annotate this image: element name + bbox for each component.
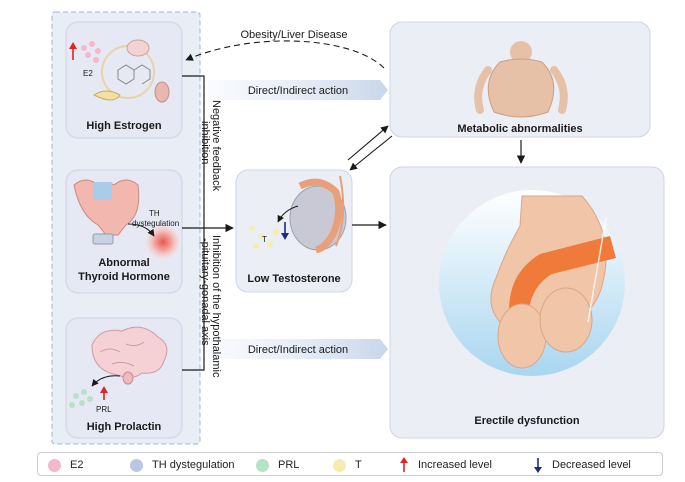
high-estrogen-title: High Estrogen xyxy=(86,120,161,132)
erectile-illustration xyxy=(439,190,625,376)
obesity-liver-arrow xyxy=(185,40,385,69)
prl-increase-arrowhead xyxy=(100,386,108,393)
legend-label: T xyxy=(355,459,362,471)
legend-label: TH dystegulation xyxy=(152,459,235,471)
negative-feedback-line1: Negative feedback xyxy=(210,100,222,192)
e2-increase-arrowhead xyxy=(69,42,77,49)
glans-line xyxy=(587,217,607,323)
prl-dot xyxy=(81,389,87,395)
prl-dot xyxy=(73,393,79,399)
e2-dot xyxy=(93,57,99,63)
obesity-liver-label: Obesity/Liver Disease xyxy=(241,29,348,41)
prolactin-release-arrow xyxy=(91,375,121,387)
brain-folds xyxy=(99,341,145,367)
testis-illustration: T xyxy=(249,175,347,254)
legend-label: Increased level xyxy=(418,459,492,471)
legend-item-decreased: Decreased level xyxy=(532,457,631,473)
epididymis-icon xyxy=(298,178,343,254)
body-head-icon xyxy=(510,41,532,63)
testis-right-icon xyxy=(539,287,593,353)
legend-item-t: T xyxy=(333,457,362,473)
legend-item-th: TH dystegulation xyxy=(130,457,235,473)
legend-bar: E2 TH dystegulation PRL T Increased leve… xyxy=(37,452,663,476)
yellow-dot-icon xyxy=(333,458,346,472)
uterus-icon xyxy=(154,81,170,103)
legend-item-prl: PRL xyxy=(256,457,299,473)
prl-dot xyxy=(79,400,85,406)
legend-item-e2: E2 xyxy=(48,457,83,473)
t-dot xyxy=(273,229,279,235)
hpg-axis-line2: -pituitary-gonadal axis xyxy=(199,238,211,346)
blue-down-arrow-icon xyxy=(534,458,542,473)
vas-deferens-icon xyxy=(335,175,345,247)
legend-label: Decreased level xyxy=(552,459,631,471)
green-dot-icon xyxy=(256,458,269,472)
estrogen-connector xyxy=(182,75,205,228)
low-testosterone-title: Low Testosterone xyxy=(247,273,340,285)
metabolic-to-lowt-arrow xyxy=(349,135,393,171)
erectile-title: Erectile dysfunction xyxy=(474,415,579,427)
t-dot xyxy=(259,233,265,239)
lowt-to-metabolic-arrow xyxy=(347,125,389,161)
legend-label: E2 xyxy=(70,459,84,471)
th-dystegulation-arrow xyxy=(127,223,155,237)
direct-indirect-label-top: Direct/Indirect action xyxy=(248,85,348,97)
e2-dot xyxy=(95,48,101,54)
t-dot xyxy=(267,241,273,247)
e2-dot xyxy=(81,45,87,51)
th-dystegulation-glow xyxy=(146,225,180,259)
th-label-line2: dystegulation xyxy=(132,219,179,228)
prolactin-illustration: PRL xyxy=(69,326,168,414)
abnormal-thyroid-title-line2: Thyroid Hormone xyxy=(78,271,170,283)
t-decrease-arrowhead xyxy=(281,233,289,240)
obese-torso-icon xyxy=(487,58,555,118)
thyroid-illustration: TH dystegulation xyxy=(73,179,180,259)
steroid-structure-icon xyxy=(117,64,151,85)
brain-small-icon xyxy=(126,39,150,57)
e2-dot xyxy=(89,41,95,47)
hpg-axis-line1: Inhibition of the hypothalamic xyxy=(210,235,222,378)
t-dot xyxy=(249,225,255,231)
red-up-arrow-icon xyxy=(400,457,408,472)
hpg-axis-label: Inhibition of the hypothalamic -pituitar… xyxy=(199,235,222,378)
urethra-band-icon xyxy=(509,236,616,322)
trachea-top-icon xyxy=(94,182,112,200)
prl-dot xyxy=(87,396,93,402)
testis-left-icon xyxy=(497,303,547,369)
e2-dot xyxy=(85,52,91,58)
prl-small-label: PRL xyxy=(96,405,112,414)
metabolic-title: Metabolic abnormalities xyxy=(457,123,582,135)
abnormal-thyroid-title-line1: Abnormal xyxy=(98,257,149,269)
t-small-label: T xyxy=(262,235,267,244)
high-prolactin-title: High Prolactin xyxy=(87,421,162,433)
direct-indirect-band-bottom xyxy=(208,339,388,359)
brain-icon xyxy=(91,326,168,379)
blue-dot-icon xyxy=(130,458,143,472)
adipose-tissue-icon xyxy=(93,90,121,101)
direct-indirect-band-top xyxy=(208,80,388,100)
e2-small-label: E2 xyxy=(83,69,93,78)
pituitary-icon xyxy=(122,371,134,385)
th-label-line1: TH xyxy=(149,209,160,218)
negative-feedback-line2: inhibition xyxy=(199,121,211,164)
prolactin-connector xyxy=(182,228,205,371)
obese-body-illustration xyxy=(474,41,568,118)
testosterone-release-arrow xyxy=(277,205,299,223)
legend-label: PRL xyxy=(278,459,300,471)
body-arms-icon xyxy=(474,66,568,114)
negative-feedback-label: Negative feedback inhibition xyxy=(199,100,222,192)
t-dot xyxy=(253,243,259,249)
estrogen-illustration: E2 xyxy=(69,39,170,103)
pink-dot-icon xyxy=(48,458,61,472)
prl-dot xyxy=(69,402,75,408)
trachea-base-icon xyxy=(92,233,114,245)
direct-indirect-label-bottom: Direct/Indirect action xyxy=(248,344,348,356)
legend-item-increased: Increased level xyxy=(398,457,492,473)
